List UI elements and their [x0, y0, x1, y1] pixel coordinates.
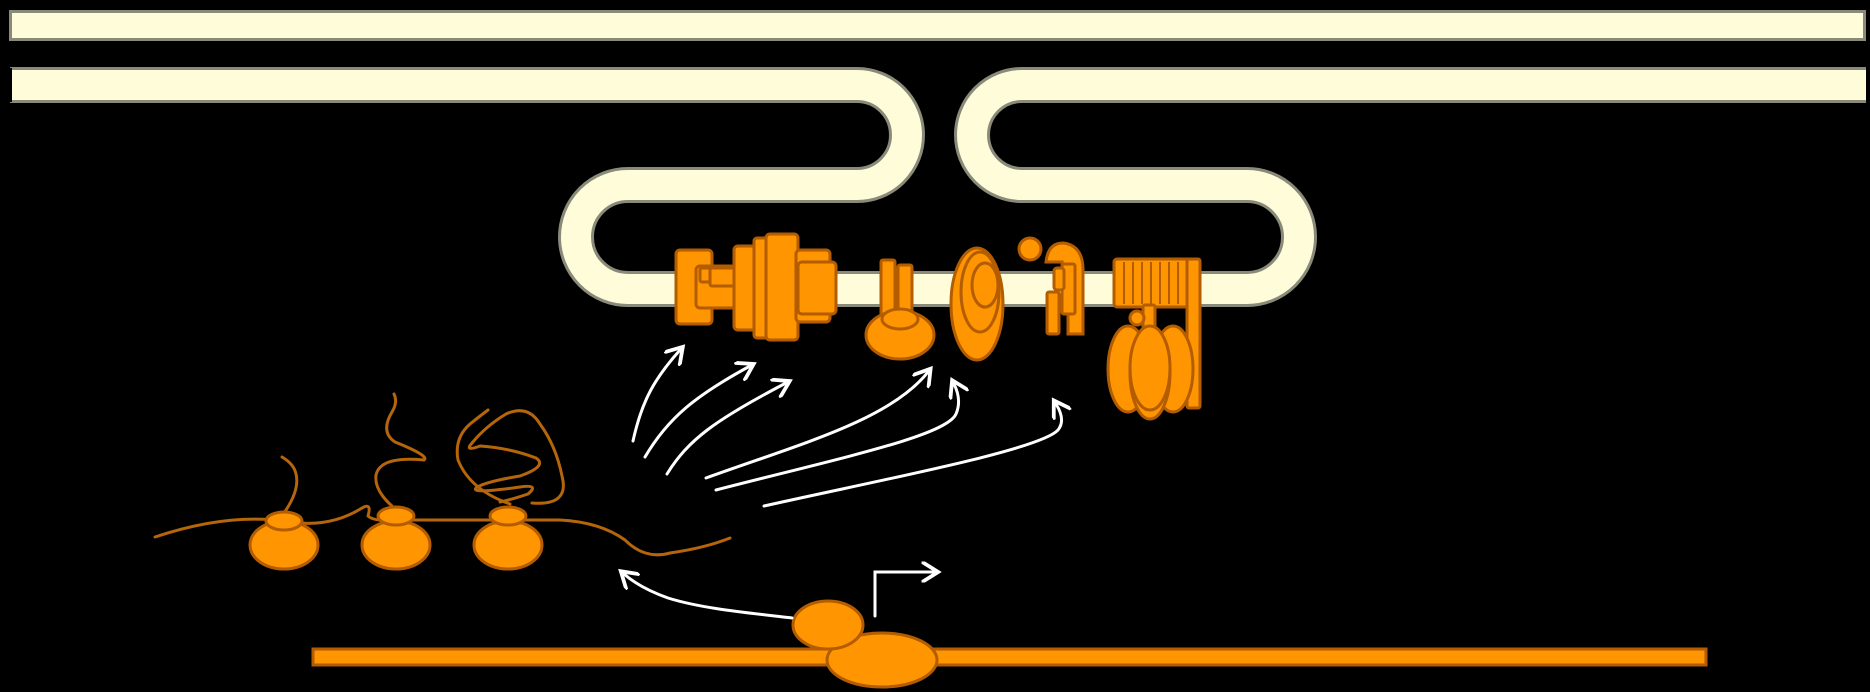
transcription-start-arrow [873, 572, 934, 618]
complex-iv [1044, 241, 1085, 336]
mrna-with-ribosomes [153, 392, 732, 571]
mtdna-strand [311, 599, 1708, 689]
complex-i [674, 232, 838, 342]
cytochrome-c [1017, 236, 1043, 262]
inner-membrane-with-cristae [6, 67, 1870, 307]
insertion-arrows [631, 350, 1062, 508]
outer-membrane-top [9, 10, 1866, 41]
atp-synthase [1106, 257, 1202, 421]
complex-ii [864, 258, 936, 361]
complex-iii [949, 246, 1005, 362]
transcription-to-mrna-arrow [624, 574, 794, 620]
